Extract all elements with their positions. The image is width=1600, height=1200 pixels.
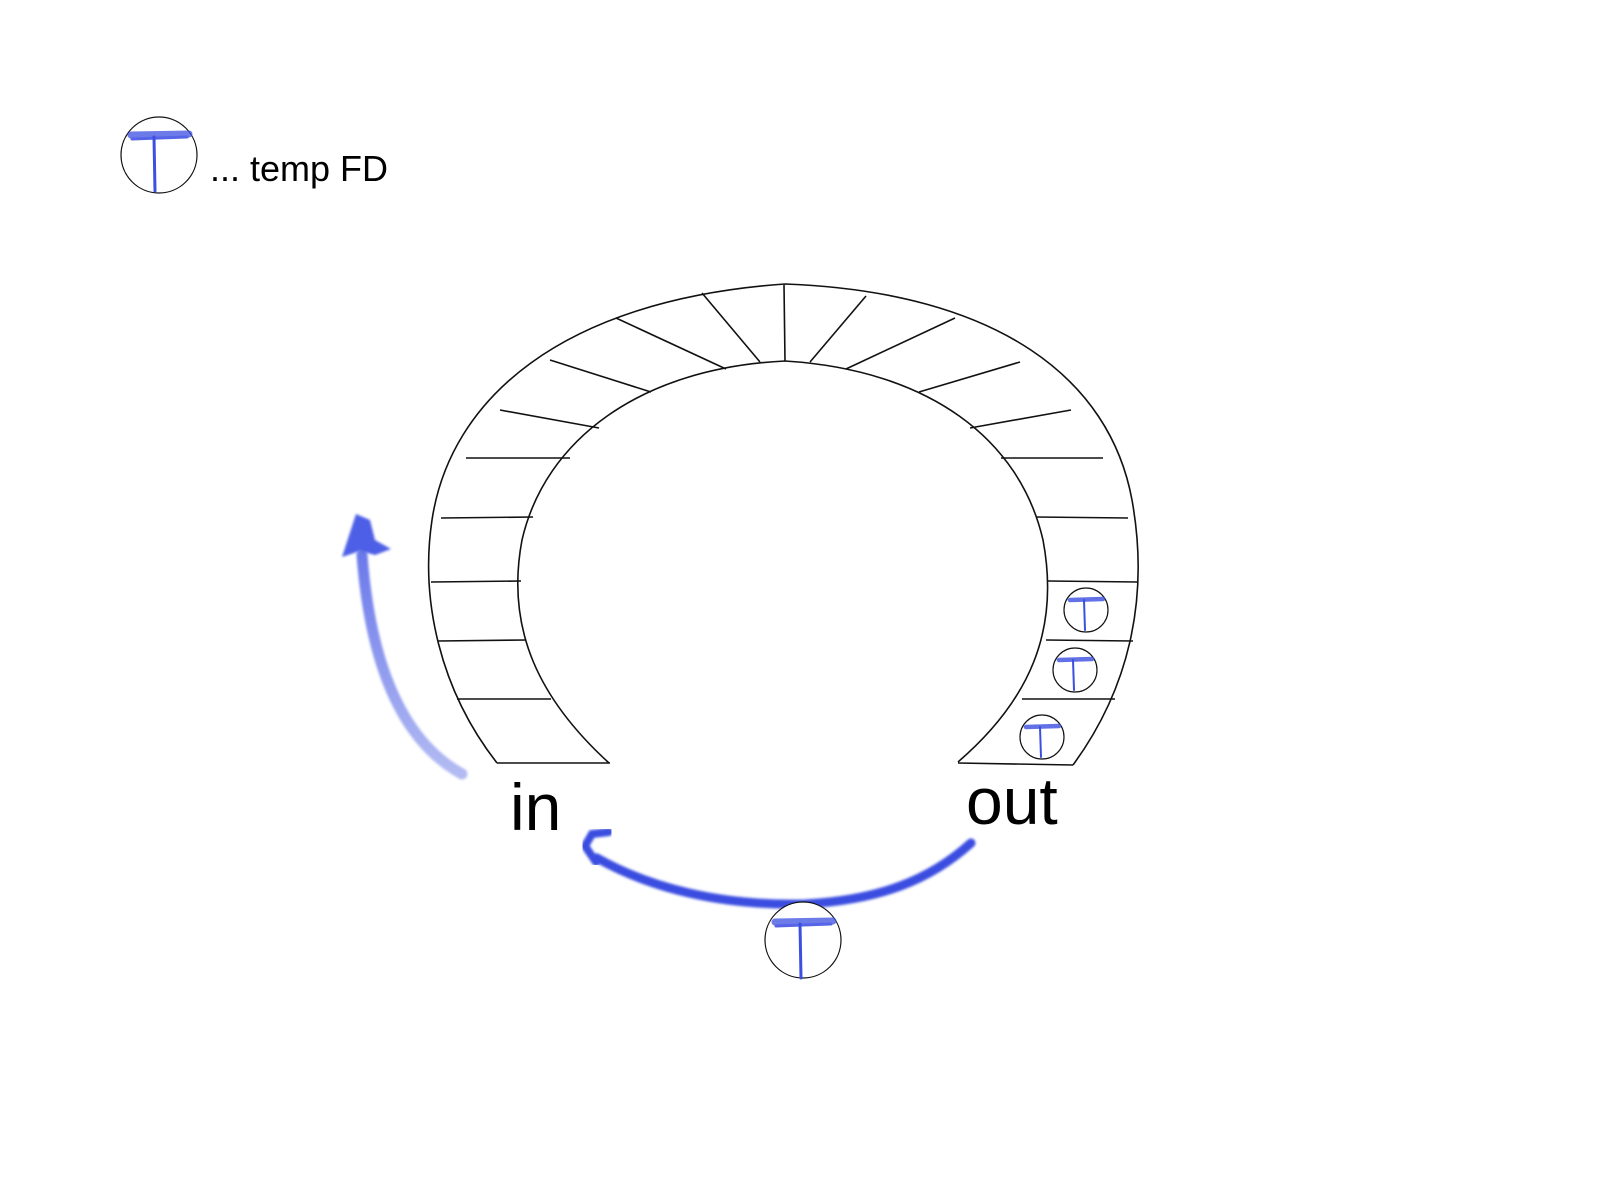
slot-divider [845, 317, 956, 370]
moving-temp-fd-icon [764, 901, 842, 980]
curved-arrow-icon [580, 828, 976, 909]
curved-arrow-icon [342, 514, 468, 780]
ring-outer-edge [427, 283, 1139, 766]
slot-divider [437, 639, 527, 642]
slot-divider [1045, 639, 1134, 642]
legend-temp-fd-icon [120, 116, 198, 194]
slot-divider [430, 580, 522, 583]
slot-divider [809, 295, 867, 363]
slot-divider [549, 359, 652, 393]
in-label: in [510, 770, 562, 844]
slot-temp-fd-icon [1019, 714, 1065, 760]
slot-temp-fd-icon [1063, 587, 1109, 633]
slot-divider [969, 409, 1072, 429]
ring-inner-edge [516, 360, 1049, 764]
slot-divider [1035, 516, 1129, 519]
slot-divider [701, 292, 761, 363]
slot-divider [1047, 580, 1139, 583]
ring-out-opening-edge [957, 762, 1074, 766]
out-label: out [966, 764, 1058, 838]
slot-divider [499, 409, 600, 429]
slot-divider [918, 361, 1021, 393]
slot-temp-fd-icon [1052, 647, 1098, 693]
slot-divider [440, 516, 534, 519]
ring-slot-dividers [430, 284, 1139, 700]
ring-buffer [427, 283, 1139, 766]
legend-label: ... temp FD [210, 148, 389, 189]
slot-divider [783, 284, 786, 362]
slot-divider [615, 317, 727, 370]
